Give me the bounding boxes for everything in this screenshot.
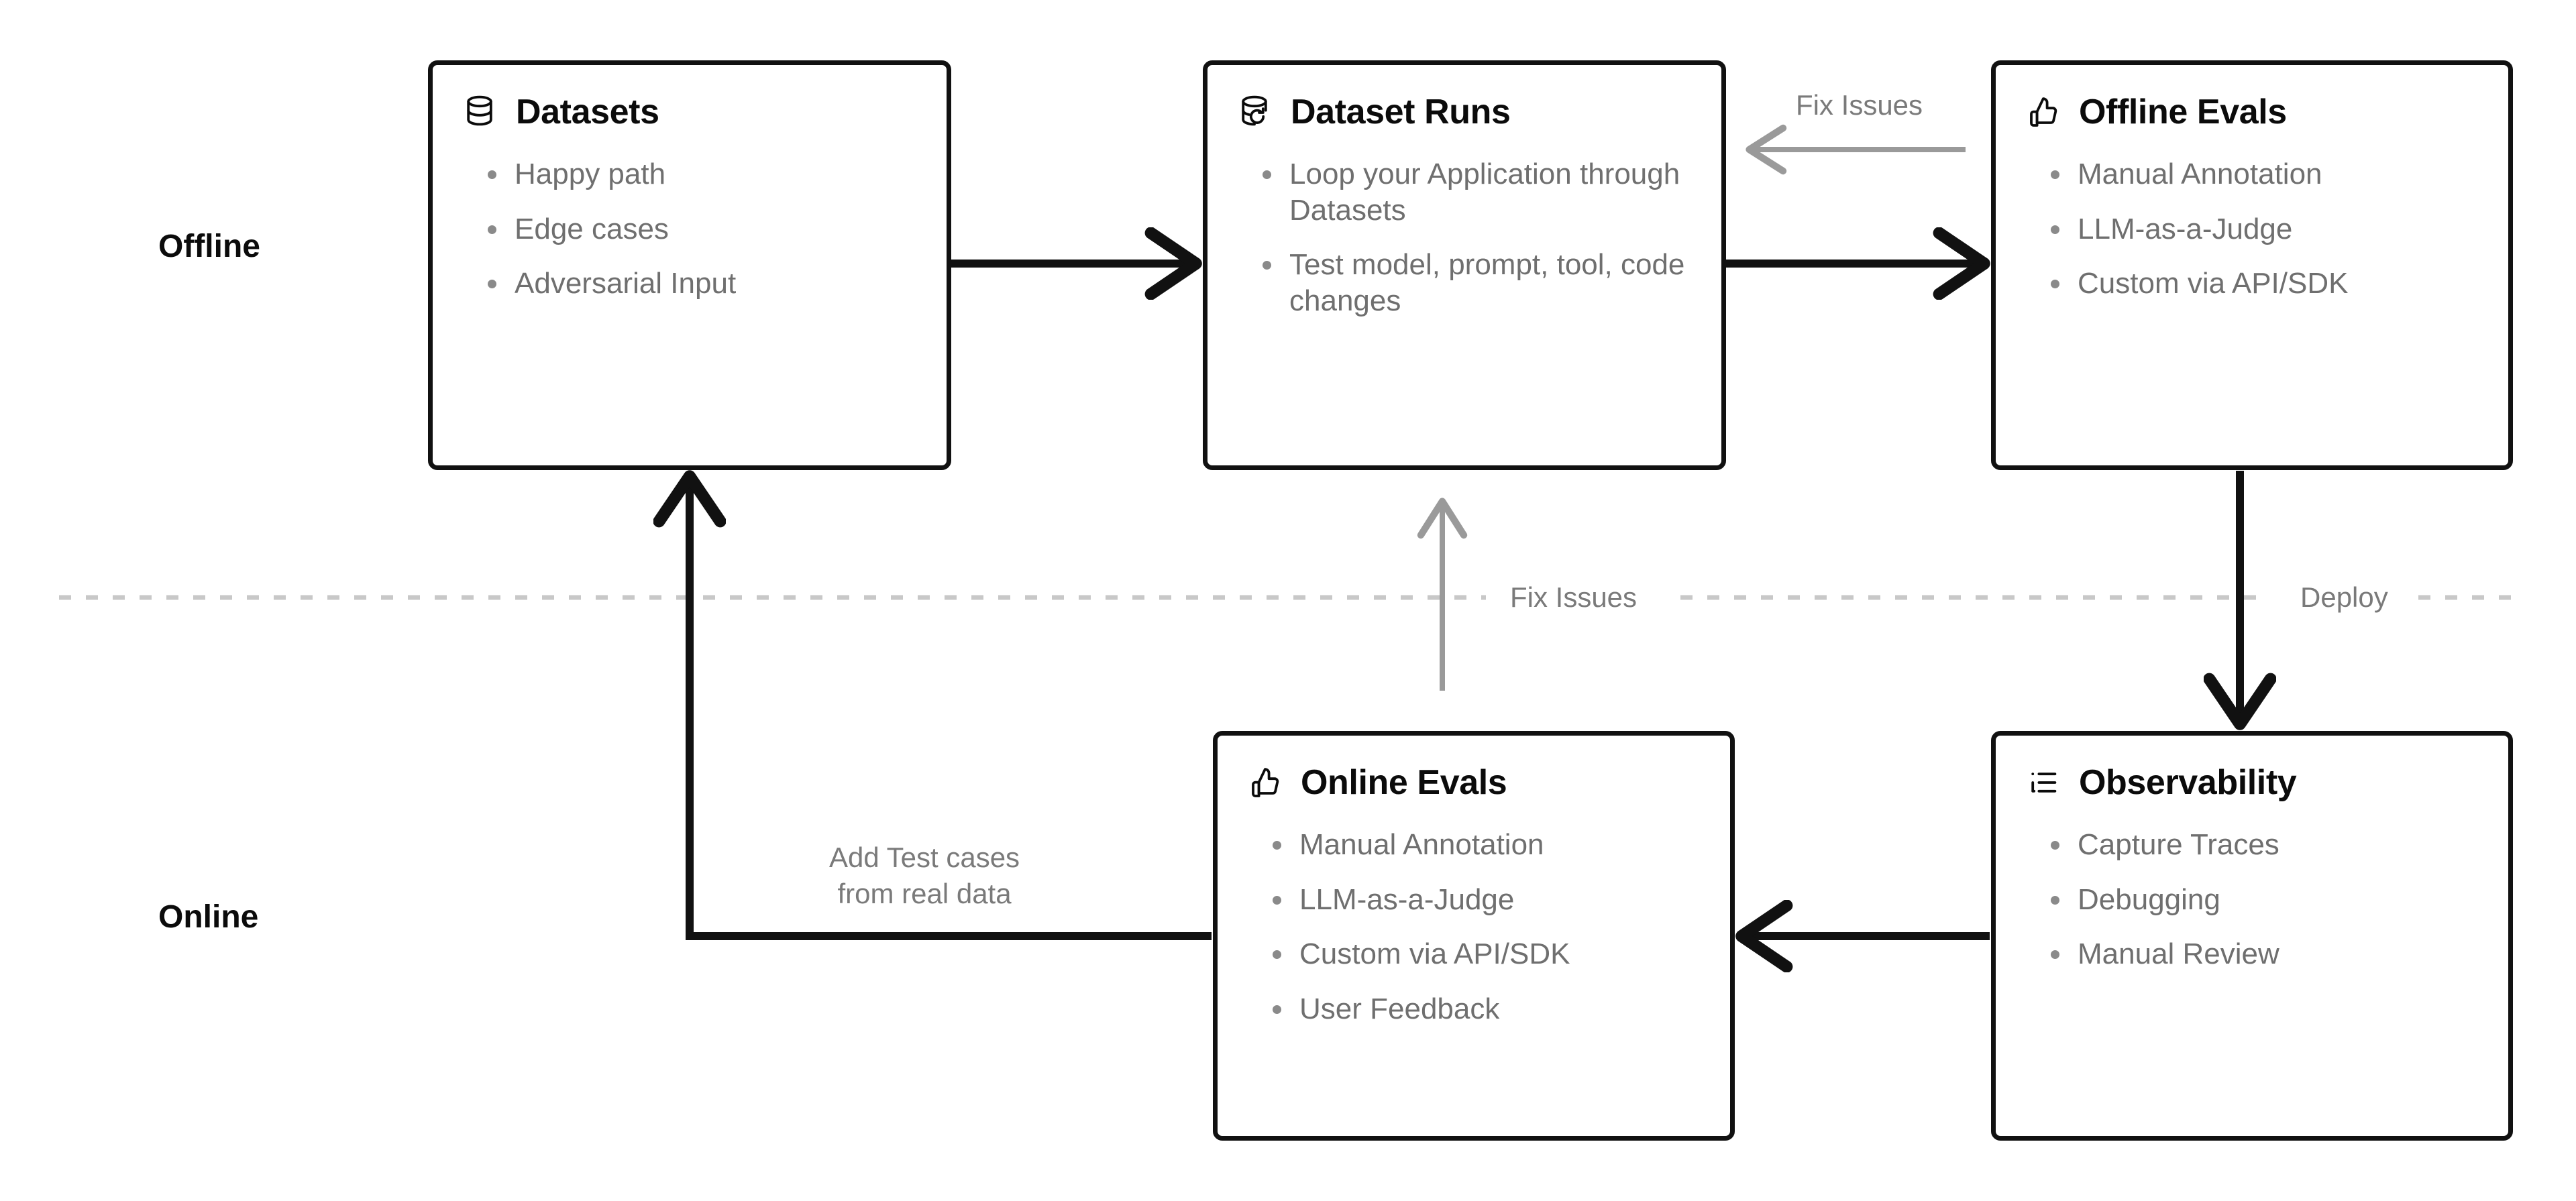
section-label-offline: Offline — [158, 229, 260, 264]
list-item: Loop your Application through Datasets — [1263, 156, 1690, 228]
list-item: Adversarial Input — [488, 266, 916, 302]
node-observability[interactable]: Observability Capture Traces Debugging M… — [1991, 731, 2513, 1141]
node-dataset-runs-bullets: Loop your Application through Datasets T… — [1238, 156, 1690, 319]
database-restore-icon — [1242, 95, 1267, 126]
node-dataset-runs-header: Dataset Runs — [1238, 95, 1690, 129]
node-offline-evals-header: Offline Evals — [2027, 95, 2477, 129]
edge-label-add-test-cases: Add Test cases from real data — [813, 840, 1036, 912]
edge-label-fix-issues-top: Fix Issues — [1786, 87, 1933, 123]
node-offline-evals-bullets: Manual Annotation LLM-as-a-Judge Custom … — [2027, 156, 2477, 302]
database-icon — [467, 95, 492, 126]
node-datasets[interactable]: Datasets Happy path Edge cases Adversari… — [428, 60, 951, 470]
node-observability-header: Observability — [2027, 765, 2477, 800]
list-item: User Feedback — [1273, 991, 1699, 1027]
list-tree-icon — [2031, 773, 2057, 793]
list-item: LLM-as-a-Judge — [2051, 211, 2477, 247]
list-item: Manual Annotation — [1273, 827, 1699, 863]
node-offline-evals[interactable]: Offline Evals Manual Annotation LLM-as-a… — [1991, 60, 2513, 470]
node-online-evals-title: Online Evals — [1301, 763, 1507, 802]
list-item: Manual Annotation — [2051, 156, 2477, 192]
node-online-evals-bullets: Manual Annotation LLM-as-a-Judge Custom … — [1248, 827, 1699, 1027]
section-label-online: Online — [158, 899, 259, 935]
node-dataset-runs[interactable]: Dataset Runs Loop your Application throu… — [1203, 60, 1726, 470]
node-offline-evals-title: Offline Evals — [2079, 93, 2287, 131]
list-item: Edge cases — [488, 211, 916, 247]
list-item: Custom via API/SDK — [1273, 936, 1699, 972]
thumbs-up-icon — [2030, 97, 2057, 127]
list-item: Manual Review — [2051, 936, 2477, 972]
list-item: Test model, prompt, tool, code changes — [1263, 247, 1690, 319]
node-observability-title: Observability — [2079, 763, 2297, 802]
thumbs-up-icon — [1252, 768, 1279, 797]
list-item: Capture Traces — [2051, 827, 2477, 863]
node-datasets-header: Datasets — [464, 95, 916, 129]
node-datasets-bullets: Happy path Edge cases Adversarial Input — [464, 156, 916, 302]
edge-label-add-test-cases-line1: Add Test cases — [829, 842, 1020, 873]
edge-label-add-test-cases-line2: from real data — [837, 877, 1012, 909]
edge-label-fix-issues-middle: Fix Issues — [1501, 579, 1647, 616]
node-datasets-title: Datasets — [516, 93, 659, 131]
edge-label-deploy: Deploy — [2291, 579, 2398, 616]
node-dataset-runs-title: Dataset Runs — [1291, 93, 1511, 131]
list-item: Debugging — [2051, 882, 2477, 918]
list-item: Custom via API/SDK — [2051, 266, 2477, 302]
list-item: Happy path — [488, 156, 916, 192]
node-online-evals[interactable]: Online Evals Manual Annotation LLM-as-a-… — [1213, 731, 1735, 1141]
node-observability-bullets: Capture Traces Debugging Manual Review — [2027, 827, 2477, 972]
node-online-evals-header: Online Evals — [1248, 765, 1699, 800]
list-item: LLM-as-a-Judge — [1273, 882, 1699, 918]
